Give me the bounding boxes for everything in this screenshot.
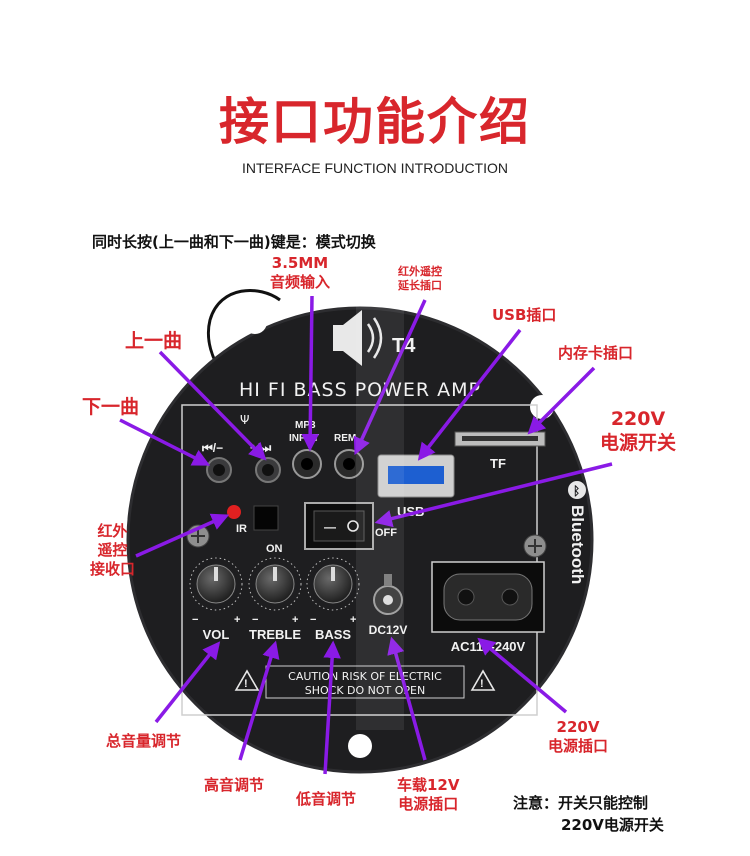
svg-text:−: − [192,614,198,626]
arrow-tf [527,366,596,435]
arrow-ac [477,637,568,714]
label-prev: 上一曲 [125,330,183,352]
switch-note: 注意：开关只能控制 220V电源开关 [513,794,664,834]
arrow-volume [154,641,221,724]
svg-text:!: ! [480,678,484,690]
svg-text:ᛒ: ᛒ [573,484,580,498]
arrow-next [119,418,211,466]
screw-icon [523,534,547,558]
arrow-bass [323,640,341,775]
label-audio-input: 3.5MM 音频输入 [270,254,331,291]
tf-panel-label: TF [490,456,506,471]
label-treble: 高音调节 [204,776,265,794]
arrow-ir-extension [353,299,427,456]
label-dc: 车载12V 电源插口 [397,776,460,813]
arrow-power-switch [374,462,613,528]
page-subtitle: INTERFACE FUNCTION INTRODUCTION [242,160,508,176]
arrow-dc [387,636,427,761]
arrow-audio-input [301,295,319,452]
label-ac: 220V 电源插口 [548,718,609,755]
svg-text:−: − [310,614,316,626]
svg-text:!: ! [244,678,248,690]
svg-text:−: − [252,614,258,626]
svg-text:+: + [350,614,356,626]
arrow-prev [158,350,267,461]
callout-arrows [119,295,613,775]
mp3-label-l1: MP3 [295,420,316,431]
ir-panel-label: IR [236,523,247,535]
watermark-strip [356,300,404,730]
label-ir-receiver: 红外 遥控 接收口 [90,522,136,578]
label-tf: 内存卡插口 [558,344,634,362]
arrow-usb [417,328,522,461]
label-ir-extension: 红外遥控 延长插口 [398,265,442,292]
label-bass: 低音调节 [296,790,357,808]
bluetooth-icon: ᛒ [568,481,586,499]
rem-label: REM [334,433,356,444]
volume-knob [189,557,243,611]
svg-text:+: + [292,614,298,626]
arrow-ir-receiver [135,513,230,558]
warning-triangle-icon: ! [234,669,260,691]
arrow-treble [238,640,280,761]
treble-panel-label: TREBLE [249,627,301,642]
label-volume: 总音量调节 [106,732,182,750]
svg-text:+: + [234,614,240,626]
page-title: 接口功能介绍 [219,93,531,151]
ir-led [227,505,241,519]
speaker-logo-icon [333,310,383,366]
bluetooth-label: Bluetooth [568,505,587,584]
dc-jack [373,574,403,615]
mount-hole-top-left [243,310,267,334]
mp3-label-l2: INPUT [289,433,319,444]
bass-panel-label: BASS [315,627,351,642]
ir-receiver [253,505,279,531]
panel-brand: HI FI BASS POWER AMP [239,379,481,401]
caution-line-2: SHOCK DO NOT OPEN [305,684,426,697]
label-usb: USB插口 [492,306,557,324]
mode-switch-note: 同时长按(上一曲和下一曲)键是：模式切换 [92,233,376,251]
vol-panel-label: VOL [203,627,230,642]
on-label: ON [266,543,283,555]
treble-knob [248,557,302,611]
mount-hole-right [530,395,554,419]
prev-button-mark: ⏮/− [202,441,223,455]
dc-panel-label: DC12V [369,623,408,637]
panel-frame [181,404,538,716]
antenna-icon: Ψ [240,413,249,427]
label-power-switch: 220V 电源开关 [600,408,677,454]
label-next: 下一曲 [82,396,140,418]
bass-knob [306,557,360,611]
mount-hole-bottom [348,734,372,758]
warning-triangle-icon: ! [470,669,496,691]
off-label: OFF [375,527,397,539]
svg-text:—: — [324,520,336,534]
